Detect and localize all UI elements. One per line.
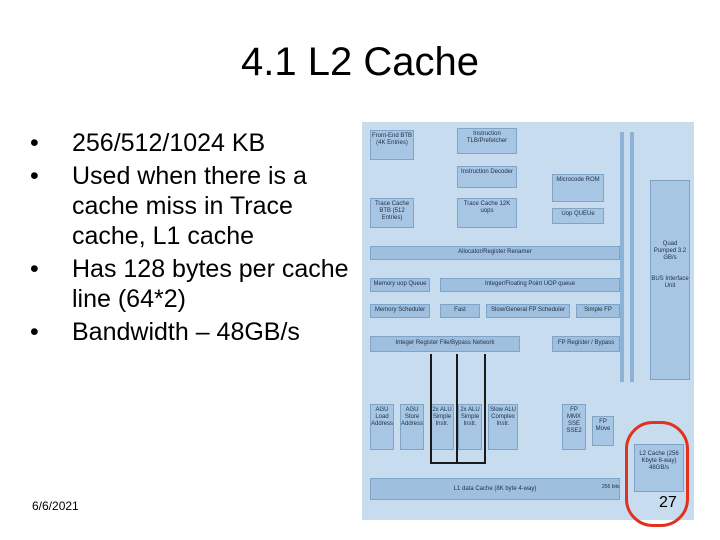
simple-fp-bar: Simple FP [576,304,620,318]
bus-interface-column: Quad Pumped 3.2 GB/s BUS Interface Unit [650,180,690,380]
agu-store-block: AGU Store Address [400,404,424,450]
l2-cache-highlight-ellipse [625,421,689,527]
memory-scheduler-bar: Memory Scheduler [370,304,430,318]
data-path-line [430,354,432,464]
trace-cache-block: Trace Cache 12K uops [457,198,517,228]
fast-scheduler-bar: Fast [440,304,480,318]
quad-pumped-label: Quad Pumped 3.2 GB/s [653,241,687,261]
uop-queue-block: Uop QUEUe [552,208,604,224]
page-number: 27 [659,494,677,511]
fp-mmx-block: FP MMX SSE SSE2 [562,404,586,450]
front-end-btb-block: Front-End BTB (4K Entries) [370,130,414,160]
alu-block: 2x ALU Simple Instr. [458,404,482,450]
bullet-item: Used when there is a cache miss in Trace… [28,161,358,251]
bus-line [630,132,634,382]
itlb-block: Instruction TLB/Prefetcher [457,128,517,154]
int-fp-uop-queue-bar: Integer/Floating Point UOP queue [440,278,620,292]
slow-alu-block: Slow ALU Complex Instr. [488,404,518,450]
memory-uop-queue-bar: Memory uop Queue [370,278,430,292]
bus-line [620,132,624,382]
l1-bus-width-label: 256 bits [602,484,620,490]
slow-fp-scheduler-bar: Slow/General FP Scheduler [486,304,570,318]
processor-architecture-diagram: Front-End BTB (4K Entries) Instruction T… [362,122,694,520]
bullet-item: 256/512/1024 KB [28,128,358,158]
data-path-line [430,462,486,464]
microcode-rom-block: Microcode ROM [552,174,604,202]
data-path-line [456,354,458,464]
slide-title: 4.1 L2 Cache [241,40,479,84]
int-register-file-bar: Integer Register File/Bypass Network [370,336,520,352]
bullet-list: 256/512/1024 KB Used when there is a cac… [28,128,358,350]
l1-data-cache-bar: L1 data Cache (8K byte 4-way) [370,478,620,500]
allocator-bar: Allocator/Register Renamer [370,246,620,260]
fp-register-bar: FP Register / Bypass [552,336,620,352]
bus-unit-label: BUS Interface Unit [651,276,689,289]
fp-move-block: FP Move [592,416,614,446]
decoder-block: Instruction Decoder [457,166,517,188]
agu-load-block: AGU Load Address [370,404,394,450]
alu-block: 2x ALU Simple Instr. [430,404,454,450]
footer-date: 6/6/2021 [32,499,79,513]
l2-cache-block: L2 Cache (256 Kbyte 8-way) 48GB/s [634,444,684,492]
bullet-item: Has 128 bytes per cache line (64*2) [28,254,358,314]
data-path-line [484,354,486,464]
trace-cache-btb-block: Trace Cache BTB (512 Entries) [370,198,414,228]
bullet-item: Bandwidth – 48GB/s [28,317,358,347]
